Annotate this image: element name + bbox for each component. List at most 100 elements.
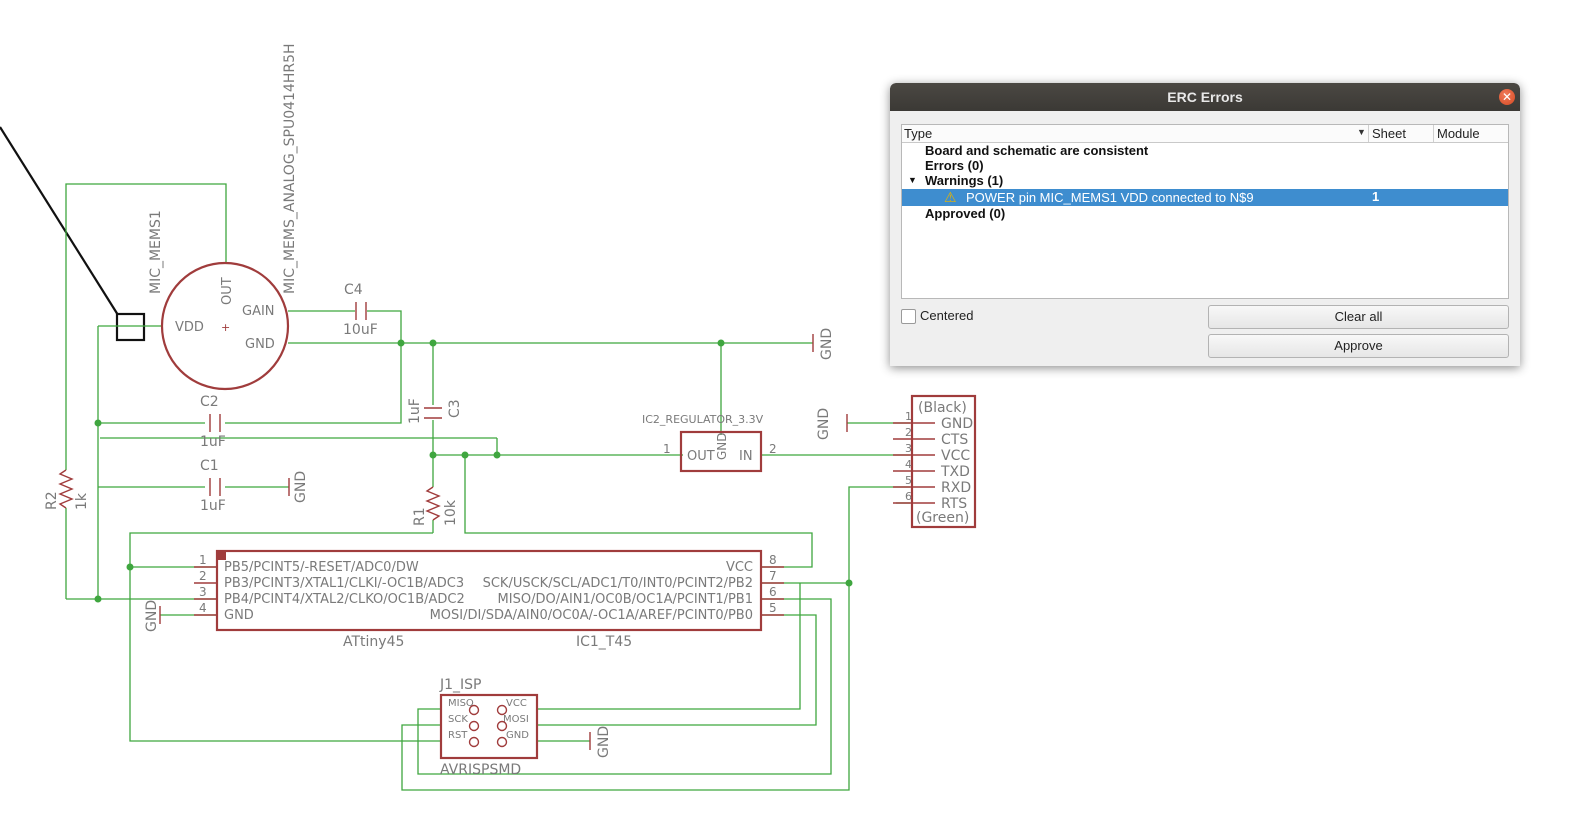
tree-item-approved[interactable]: Approved (0) <box>925 206 1006 221</box>
centered-label[interactable]: Centered <box>920 308 974 323</box>
column-module[interactable]: Module <box>1437 126 1480 141</box>
reg-pin-2: 2 <box>769 442 777 456</box>
svg-text:MOSI/DI/SDA/AIN0/OC0A/-OC1A/AR: MOSI/DI/SDA/AIN0/OC0A/-OC1A/AREF/PCINT0/… <box>430 608 753 623</box>
mcu-name-label: IC1_T45 <box>576 634 632 650</box>
c4-value: 10uF <box>343 322 378 338</box>
dialog-titlebar[interactable]: ERC Errors ✕ <box>890 83 1520 111</box>
svg-text:1: 1 <box>199 553 207 567</box>
expand-arrow-icon[interactable]: ▼ <box>908 175 917 185</box>
tree-header: Type ▼ Sheet Module <box>902 125 1508 143</box>
resistor-r2[interactable]: R2 1k <box>44 469 90 510</box>
svg-text:GND: GND <box>819 328 835 360</box>
mic-value-label: MIC_MEMS_ANALOG_SPU0414HR5H <box>282 43 298 294</box>
c2-label: C2 <box>200 394 219 410</box>
svg-text:+: + <box>221 321 230 334</box>
close-button[interactable]: ✕ <box>1499 89 1515 105</box>
warning-sheet: 1 <box>1372 189 1380 204</box>
ftdi-connector[interactable]: (Black) GND CTS VCC TXD RXD RTS (Green) … <box>893 394 977 529</box>
mic-out-pin: OUT <box>220 277 235 305</box>
sort-down-icon: ▼ <box>1357 127 1366 137</box>
isp-name-label: J1_ISP <box>439 677 482 693</box>
gnd-symbol-5: GND <box>589 726 612 758</box>
gnd-symbol-4: GND <box>144 600 161 632</box>
svg-text:GND: GND <box>506 730 529 741</box>
svg-text:3: 3 <box>905 442 912 455</box>
c2-value: 1uF <box>200 434 226 450</box>
svg-text:VCC: VCC <box>726 560 753 575</box>
reg-in-pin: IN <box>739 449 753 464</box>
warning-icon: ⚠ <box>944 189 957 205</box>
tree-item-consistent[interactable]: Board and schematic are consistent <box>925 143 1149 158</box>
approve-button[interactable]: Approve <box>1208 334 1509 358</box>
selection-box <box>115 312 146 342</box>
capacitor-c1[interactable]: C1 1uF <box>200 458 226 514</box>
svg-text:PB4/PCINT4/XTAL2/CLKO/OC1B/ADC: PB4/PCINT4/XTAL2/CLKO/OC1B/ADC2 <box>224 592 465 607</box>
svg-text:(Black): (Black) <box>918 400 967 416</box>
c4-label: C4 <box>344 282 363 298</box>
mcu-attiny45[interactable]: PB5/PCINT5/-RESET/ADC0/DW PB3/PCINT3/XTA… <box>194 549 784 650</box>
c1-label: C1 <box>200 458 219 474</box>
dialog-title: ERC Errors <box>1167 89 1243 105</box>
capacitor-c4[interactable]: C4 10uF <box>343 282 378 338</box>
column-type[interactable]: Type <box>904 126 933 141</box>
svg-text:SCK: SCK <box>448 714 468 725</box>
reg-name-label: IC2_REGULATOR_3.3V <box>642 413 764 426</box>
centered-checkbox[interactable] <box>901 309 916 324</box>
wires <box>65 183 910 791</box>
tree-item-warnings[interactable]: ▼ Warnings (1) <box>908 173 1004 188</box>
isp-header-j1[interactable]: J1_ISP AVRISPSMD MISO SCK RST VCC MOSI G… <box>439 677 539 778</box>
svg-text:4: 4 <box>199 601 207 615</box>
isp-value-label: AVRISPSMD <box>440 762 521 778</box>
regulator-ic2[interactable]: IC2_REGULATOR_3.3V OUT IN GND 1 2 <box>642 413 777 473</box>
tree-item-errors[interactable]: Errors (0) <box>925 158 984 173</box>
resistor-r1[interactable]: R1 10k <box>412 486 459 526</box>
mic-part-label: MIC_MEMS1 <box>148 210 164 294</box>
svg-text:PB3/PCINT3/XTAL1/CLKI/-OC1B/AD: PB3/PCINT3/XTAL1/CLKI/-OC1B/ADC3 <box>224 576 464 591</box>
reg-out-pin: OUT <box>687 449 715 464</box>
mic-gnd-pin: GND <box>245 337 275 352</box>
r1-value: 10k <box>443 499 459 526</box>
r1-label: R1 <box>412 507 428 526</box>
mic-mems1[interactable]: MIC_MEMS1 MIC_MEMS_ANALOG_SPU0414HR5H OU… <box>148 43 298 391</box>
svg-text:GND: GND <box>941 416 973 432</box>
svg-text:GND: GND <box>144 600 160 632</box>
tree-item-warning-power-pin[interactable]: ⚠ POWER pin MIC_MEMS1 VDD connected to N… <box>902 189 1508 206</box>
svg-text:VCC: VCC <box>506 698 527 709</box>
erc-errors-dialog[interactable]: ERC Errors ✕ Type ▼ Sheet Module Board a… <box>890 83 1520 366</box>
mic-vdd-pin: VDD <box>175 320 204 335</box>
svg-text:2: 2 <box>905 426 912 439</box>
svg-text:RXD: RXD <box>941 480 971 496</box>
erc-tree-view[interactable]: Type ▼ Sheet Module Board and schematic … <box>901 124 1509 299</box>
r2-value: 1k <box>74 492 90 510</box>
svg-text:GND: GND <box>596 726 612 758</box>
svg-text:GND: GND <box>816 408 832 440</box>
svg-text:SCK/USCK/SCL/ADC1/T0/INT0/PCIN: SCK/USCK/SCL/ADC1/T0/INT0/PCINT2/PB2 <box>483 576 753 591</box>
gnd-symbol-1: GND <box>812 328 835 360</box>
svg-text:PB5/PCINT5/-RESET/ADC0/DW: PB5/PCINT5/-RESET/ADC0/DW <box>224 560 419 575</box>
svg-text:5: 5 <box>905 474 912 487</box>
svg-text:CTS: CTS <box>941 432 968 448</box>
svg-text:6: 6 <box>769 585 777 599</box>
svg-text:3: 3 <box>199 585 207 599</box>
reg-gnd-pin: GND <box>715 432 729 460</box>
clear-all-button[interactable]: Clear all <box>1208 305 1509 329</box>
svg-text:GND: GND <box>293 471 309 503</box>
capacitor-c2[interactable]: C2 1uF <box>200 394 226 450</box>
c3-label: C3 <box>447 399 463 418</box>
svg-text:MISO/DO/AIN1/OC0B/OC1A/PCINT1/: MISO/DO/AIN1/OC0B/OC1A/PCINT1/PB1 <box>498 592 753 607</box>
c3-value: 1uF <box>407 398 423 424</box>
svg-text:VCC: VCC <box>941 448 970 464</box>
svg-text:8: 8 <box>769 553 777 567</box>
r2-label: R2 <box>44 491 60 510</box>
svg-text:4: 4 <box>905 458 912 471</box>
close-icon: ✕ <box>1501 90 1513 104</box>
column-sheet[interactable]: Sheet <box>1372 126 1406 141</box>
gnd-symbol-3: GND <box>816 408 848 440</box>
reg-pin-1: 1 <box>663 442 671 456</box>
svg-text:RTS: RTS <box>941 496 967 512</box>
svg-text:MOSI: MOSI <box>503 714 529 725</box>
capacitor-c3[interactable]: C3 1uF <box>407 398 463 424</box>
mic-gain-pin: GAIN <box>242 304 275 319</box>
pointer-line <box>0 126 119 316</box>
